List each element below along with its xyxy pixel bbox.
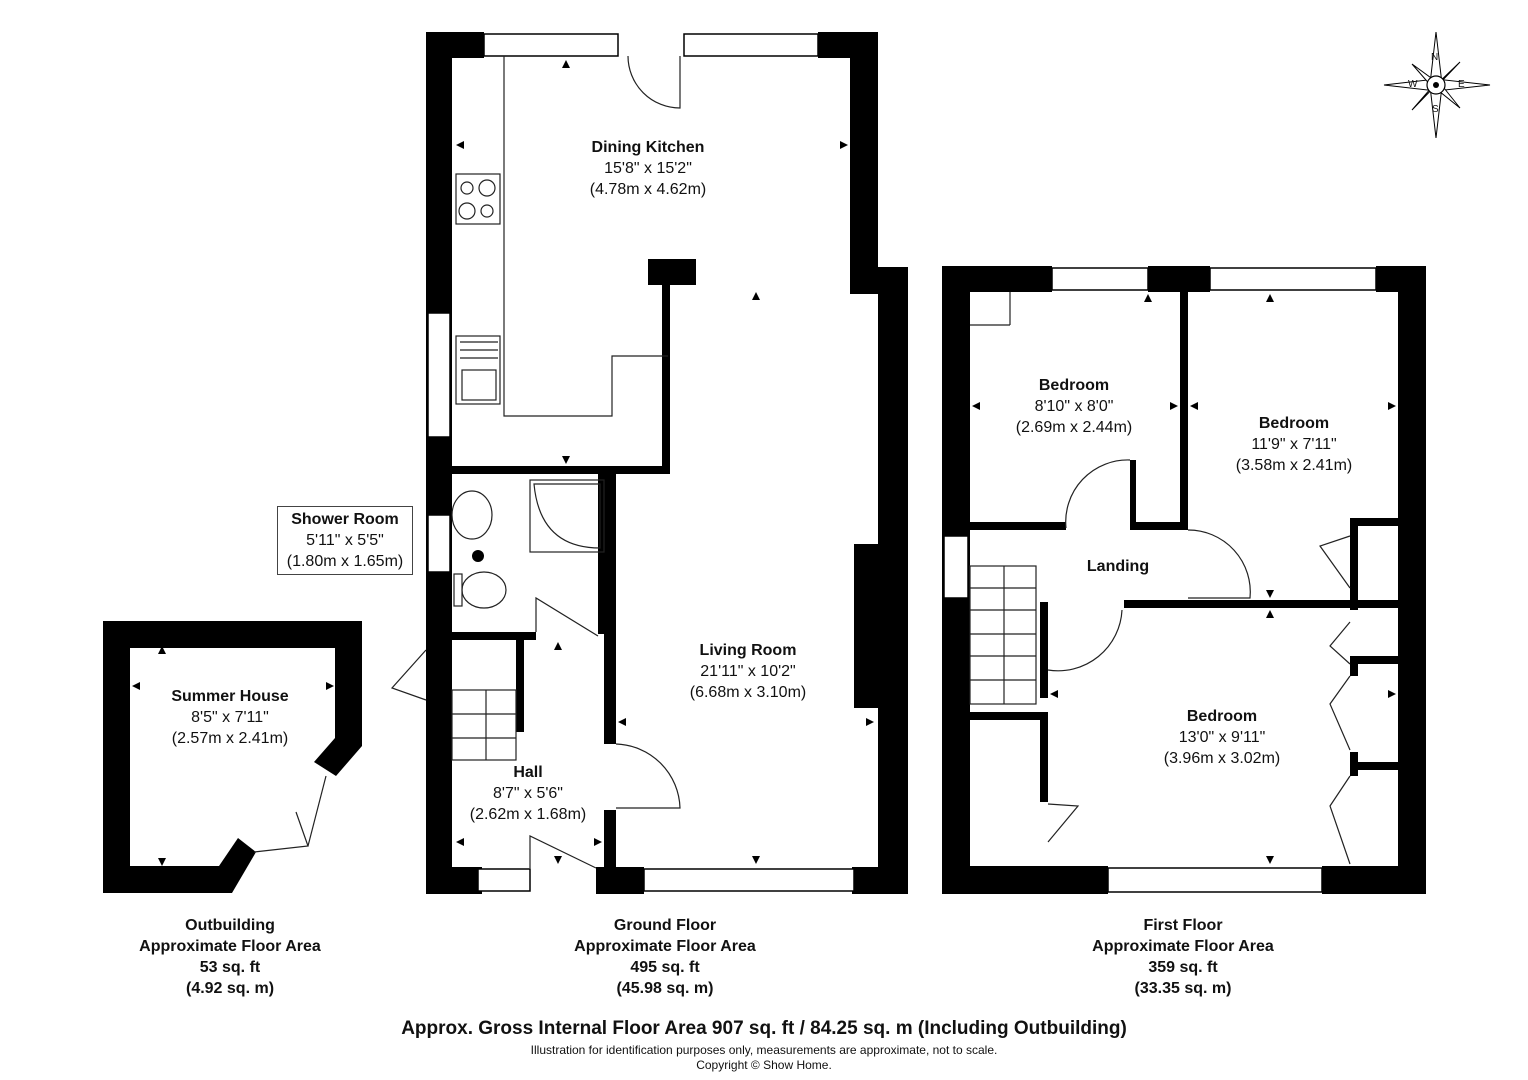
room-name: Hall — [513, 764, 543, 781]
shower-drain-icon — [472, 550, 484, 562]
room-imperial: 21'11" x 10'2" — [700, 663, 796, 680]
copyright: Copyright © Show Home. — [696, 1058, 832, 1072]
disclaimer: Illustration for identification purposes… — [530, 1043, 998, 1057]
outbuilding-plan — [103, 621, 362, 893]
first-floor-details — [969, 292, 1351, 865]
compass-east: E — [1458, 79, 1465, 90]
area-first-floor: First Floor Approximate Floor Area 359 s… — [1063, 915, 1303, 999]
area-ground-floor: Ground Floor Approximate Floor Area 495 … — [545, 915, 785, 999]
room-metric: (2.69m x 2.44m) — [1015, 419, 1133, 436]
room-imperial: 11'9" x 7'11" — [1251, 436, 1337, 453]
room-imperial: 15'8" x 15'2" — [604, 160, 692, 177]
room-bedroom-2: Bedroom 11'9" x 7'11" (3.58m x 2.41m) — [1212, 413, 1376, 476]
area-title: Ground Floor — [613, 917, 717, 934]
room-name: Bedroom — [1258, 415, 1330, 432]
room-metric: (6.68m x 3.10m) — [689, 684, 807, 701]
room-name: Living Room — [699, 642, 797, 659]
room-metric: (2.62m x 1.68m) — [469, 806, 587, 823]
kitchen-units — [390, 55, 681, 869]
compass-rose-icon — [1383, 31, 1491, 139]
room-name: Dining Kitchen — [591, 139, 705, 156]
area-subtitle: Approximate Floor Area — [574, 938, 756, 955]
room-imperial: 8'7" x 5'6" — [493, 785, 563, 802]
room-metric: (2.57m x 2.41m) — [171, 730, 289, 747]
area-sqft: 495 sq. ft — [630, 959, 700, 976]
room-hall: Hall 8'7" x 5'6" (2.62m x 1.68m) — [448, 762, 608, 825]
room-metric: (1.80m x 1.65m) — [286, 553, 404, 570]
room-imperial: 8'10" x 8'0" — [1034, 398, 1114, 415]
room-name: Bedroom — [1038, 377, 1110, 394]
compass-west: W — [1408, 79, 1418, 90]
room-name: Landing — [1086, 558, 1150, 575]
room-living-room: Living Room 21'11" x 10'2" (6.68m x 3.10… — [648, 640, 848, 703]
area-outbuilding: Outbuilding Approximate Floor Area 53 sq… — [110, 915, 350, 999]
area-subtitle: Approximate Floor Area — [1092, 938, 1274, 955]
room-landing: Landing — [1068, 556, 1168, 577]
area-sqm: (45.98 sq. m) — [616, 980, 714, 997]
area-subtitle: Approximate Floor Area — [139, 938, 321, 955]
room-name: Bedroom — [1186, 708, 1258, 725]
room-name: Shower Room — [291, 511, 399, 528]
area-sqft: 53 sq. ft — [199, 959, 261, 976]
area-sqm: (33.35 sq. m) — [1134, 980, 1232, 997]
area-sqft: 359 sq. ft — [1148, 959, 1218, 976]
first-floor-plan — [942, 266, 1426, 894]
total-floor-area: Approx. Gross Internal Floor Area 907 sq… — [401, 1018, 1127, 1039]
ground-floor-windows — [427, 33, 855, 892]
room-imperial: 8'5" x 7'11" — [191, 709, 269, 726]
room-bedroom-1: Bedroom 8'10" x 8'0" (2.69m x 2.44m) — [992, 375, 1156, 438]
room-bedroom-3: Bedroom 13'0" x 9'11" (3.96m x 3.02m) — [1140, 706, 1304, 769]
dimension-ticks — [132, 60, 1396, 866]
ground-floor-plan — [426, 32, 908, 894]
room-summer-house: Summer House 8'5" x 7'11" (2.57m x 2.41m… — [130, 686, 330, 749]
area-sqm: (4.92 sq. m) — [185, 980, 275, 997]
room-shower-room: Shower Room 5'11" x 5'5" (1.80m x 1.65m) — [277, 506, 413, 575]
room-imperial: 5'11" x 5'5" — [306, 532, 384, 549]
room-metric: (3.96m x 3.02m) — [1163, 750, 1281, 767]
room-metric: (4.78m x 4.62m) — [589, 181, 707, 198]
outbuilding-door — [253, 775, 327, 853]
room-metric: (3.58m x 2.41m) — [1235, 457, 1353, 474]
area-title: First Floor — [1143, 917, 1223, 934]
first-floor-windows — [943, 267, 1377, 893]
compass-south: S — [1432, 104, 1439, 115]
room-name: Summer House — [171, 688, 289, 705]
room-dining-kitchen: Dining Kitchen 15'8" x 15'2" (4.78m x 4.… — [548, 137, 748, 200]
room-imperial: 13'0" x 9'11" — [1178, 729, 1266, 746]
area-title: Outbuilding — [185, 917, 275, 934]
compass-north: N — [1431, 52, 1439, 63]
